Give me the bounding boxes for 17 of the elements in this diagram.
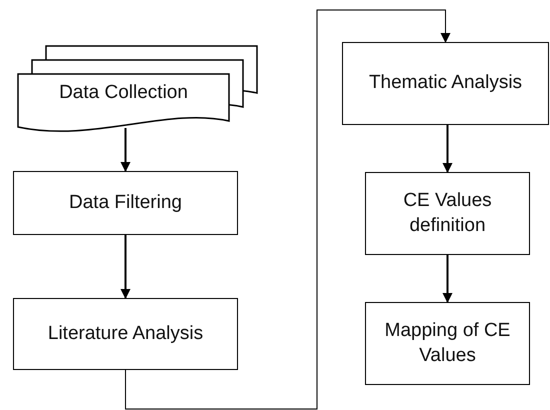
- process-box: [13, 298, 238, 370]
- arrow: [120, 128, 130, 172]
- multi-document-shape: [17, 45, 258, 130]
- step-label: Thematic Analysis: [368, 71, 522, 96]
- process-box: [365, 172, 530, 255]
- step-label: Literature Analysis: [48, 322, 204, 346]
- arrow: [120, 235, 130, 299]
- step-label: Mapping of CE Values: [384, 318, 512, 368]
- step-label: CE Values definition: [402, 188, 493, 238]
- step-label: Data Filtering: [69, 190, 182, 215]
- arrow: [125, 10, 450, 410]
- step-label: Data Collection: [58, 81, 189, 105]
- process-box: [13, 171, 238, 235]
- arrow: [442, 255, 452, 303]
- process-box: [342, 42, 549, 125]
- arrow: [442, 125, 452, 173]
- process-box: [365, 302, 530, 385]
